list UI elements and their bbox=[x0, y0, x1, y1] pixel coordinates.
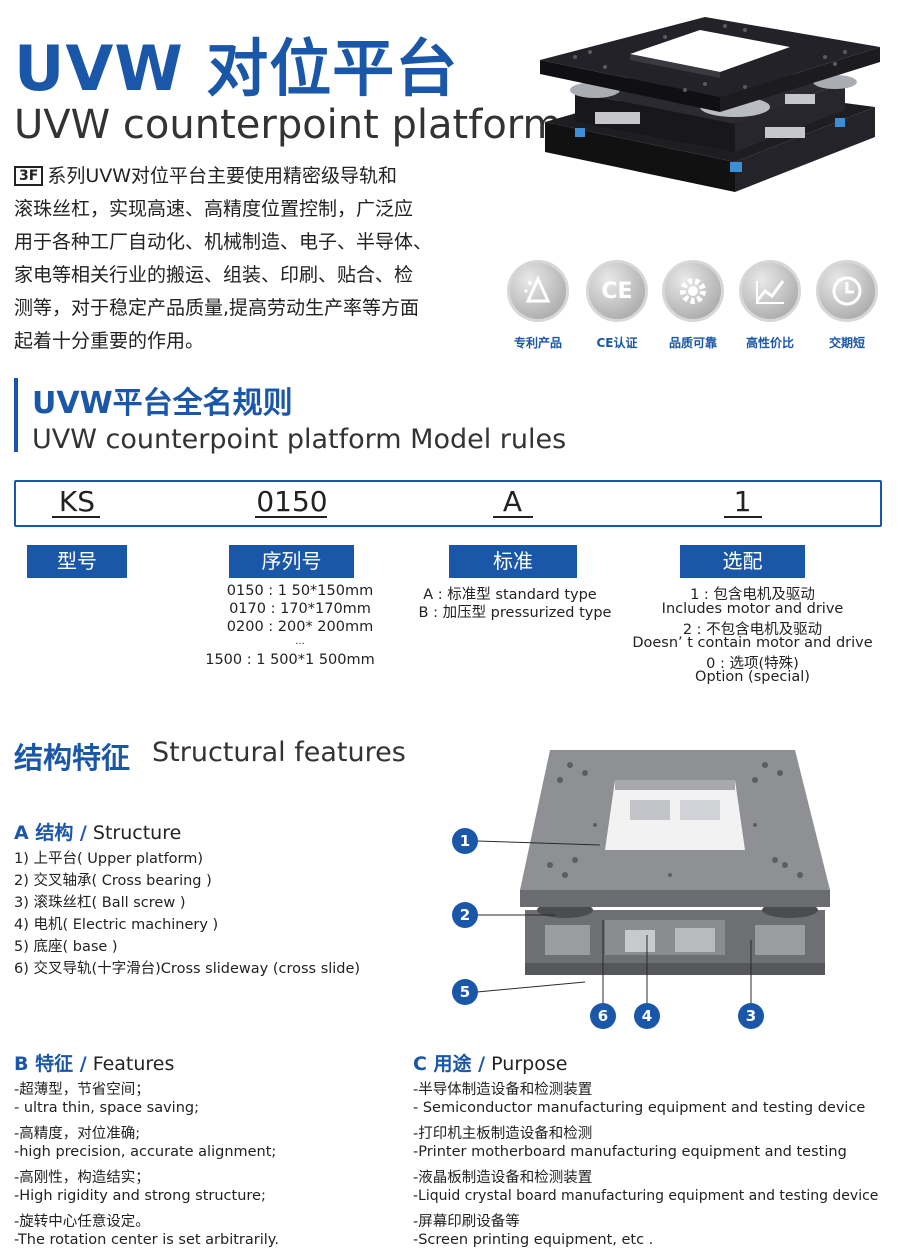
gear-icon bbox=[662, 260, 724, 322]
model-rules-subtitle: UVW counterpoint platform Model rules bbox=[32, 424, 567, 455]
tag-model: 型号 bbox=[27, 545, 127, 578]
intro-line: 用于各种工厂自动化、机械制造、电子、半导体、 bbox=[14, 231, 433, 253]
structure-item: 1) 上平台( Upper platform) bbox=[14, 851, 204, 867]
feature-item: -旋转中心任意设定。 bbox=[14, 1214, 150, 1230]
callout-4: 4 bbox=[634, 1003, 660, 1029]
option-line: 0 : 选项(特殊) bbox=[706, 656, 799, 672]
page-subtitle: UVW counterpoint platform bbox=[14, 102, 562, 148]
code-model: KS bbox=[58, 485, 96, 518]
code-underline bbox=[724, 516, 762, 518]
code-option: 1 bbox=[733, 485, 752, 518]
series-line: 0200 : 200* 200mm bbox=[226, 619, 374, 635]
purpose-item: -打印机主板制造设备和检测 bbox=[413, 1126, 593, 1142]
feature-item: -高刚性，构造结实； bbox=[14, 1170, 150, 1186]
standard-line: B : 加压型 pressurized type bbox=[418, 605, 612, 621]
feature-item: -高精度，对位准确; bbox=[14, 1126, 141, 1142]
callout-3: 3 bbox=[738, 1003, 764, 1029]
option-line: Doesn’ t contain motor and drive bbox=[632, 635, 873, 651]
badge-delivery: 交期短 bbox=[812, 260, 882, 351]
tag-standard: 标准 bbox=[449, 545, 577, 578]
structure-item: 6) 交叉导轨(十字滑台)Cross slideway (cross slide… bbox=[14, 961, 361, 977]
callout-6: 6 bbox=[590, 1003, 616, 1029]
series-line: 1500 : 1 500*1 500mm bbox=[205, 652, 375, 668]
structure-item: 5) 底座( base ) bbox=[14, 939, 118, 955]
code-standard: A bbox=[502, 485, 523, 518]
purpose-item: -屏幕印刷设备等 bbox=[413, 1214, 520, 1230]
intro-line: 起着十分重要的作用。 bbox=[14, 330, 205, 352]
feature-item: -High rigidity and strong structure; bbox=[14, 1188, 266, 1204]
series-line: ... bbox=[295, 636, 305, 647]
structure-item: 2) 交叉轴承( Cross bearing ) bbox=[14, 873, 212, 889]
callout-2: 2 bbox=[452, 902, 478, 928]
badge-patent: 专利产品 bbox=[503, 260, 573, 351]
feature-item: - ultra thin, space saving; bbox=[14, 1100, 199, 1116]
callout-5: 5 bbox=[452, 979, 478, 1005]
page-title: UVW 对位平台 bbox=[14, 32, 459, 105]
code-series: 0150 bbox=[256, 485, 328, 518]
structural-title: 结构特征 bbox=[14, 741, 131, 775]
feature-item: -超薄型，节省空间； bbox=[14, 1082, 150, 1098]
standard-line: A : 标准型 standard type bbox=[423, 587, 597, 603]
feature-item: -high precision, accurate alignment; bbox=[14, 1144, 277, 1160]
purpose-heading: C 用途 / Purpose bbox=[413, 1053, 568, 1075]
feature-item: -The rotation center is set arbitrarily. bbox=[14, 1232, 279, 1248]
intro-line: 测等，对于稳定产品质量,提高劳动生产率等方面 bbox=[14, 297, 420, 319]
ce-mark-icon: CE bbox=[586, 260, 648, 322]
badge-value: 高性价比 bbox=[735, 260, 805, 351]
model-code-box bbox=[14, 480, 882, 527]
structural-subtitle: Structural features bbox=[152, 737, 406, 768]
purpose-item: -Screen printing equipment, etc . bbox=[413, 1232, 654, 1248]
series-line: 0170 : 170*170mm bbox=[229, 601, 371, 617]
code-underline bbox=[255, 516, 327, 518]
clock-icon bbox=[816, 260, 878, 322]
structure-heading: A 结构 / Structure bbox=[14, 822, 182, 844]
product-photo bbox=[540, 17, 880, 192]
purpose-item: -Printer motherboard manufacturing equip… bbox=[413, 1144, 847, 1160]
badge-ce: CE CE认证 bbox=[582, 260, 652, 351]
badge-quality: 品质可靠 bbox=[658, 260, 728, 351]
option-line: Includes motor and drive bbox=[661, 601, 844, 617]
structure-item: 4) 电机( Electric machinery ) bbox=[14, 917, 219, 933]
series-line: 0150 : 1 50*150mm bbox=[226, 583, 374, 599]
chart-up-icon bbox=[739, 260, 801, 322]
option-line: 1 : 包含电机及驱动 bbox=[690, 587, 815, 603]
tag-option: 选配 bbox=[680, 545, 805, 578]
option-line: 2 : 不包含电机及驱动 bbox=[682, 622, 823, 638]
intro-line: 滚珠丝杠，实现高速、高精度位置控制，广泛应 bbox=[14, 198, 414, 220]
purpose-item: -半导体制造设备和检测装置 bbox=[413, 1082, 593, 1098]
patent-icon bbox=[507, 260, 569, 322]
model-rules-title: UVW平台全名规则 bbox=[32, 386, 293, 421]
structure-item: 3) 滚珠丝杠( Ball screw ) bbox=[14, 895, 186, 911]
purpose-item: -Liquid crystal board manufacturing equi… bbox=[413, 1188, 879, 1204]
code-underline bbox=[52, 516, 100, 518]
intro-line: 家电等相关行业的搬运、组装、印刷、贴合、检 bbox=[14, 264, 414, 286]
purpose-item: - Semiconductor manufacturing equipment … bbox=[413, 1100, 866, 1116]
structure-diagram bbox=[476, 750, 830, 1003]
features-heading: B 特征 / Features bbox=[14, 1053, 175, 1075]
option-line: Option (special) bbox=[695, 669, 810, 685]
section-accent-bar bbox=[14, 378, 18, 452]
callout-1: 1 bbox=[452, 828, 478, 854]
tag-series: 序列号 bbox=[229, 545, 354, 578]
purpose-item: -液晶板制造设备和检测装置 bbox=[413, 1170, 593, 1186]
code-underline bbox=[493, 516, 533, 518]
brand-logo: 3F bbox=[14, 166, 44, 186]
